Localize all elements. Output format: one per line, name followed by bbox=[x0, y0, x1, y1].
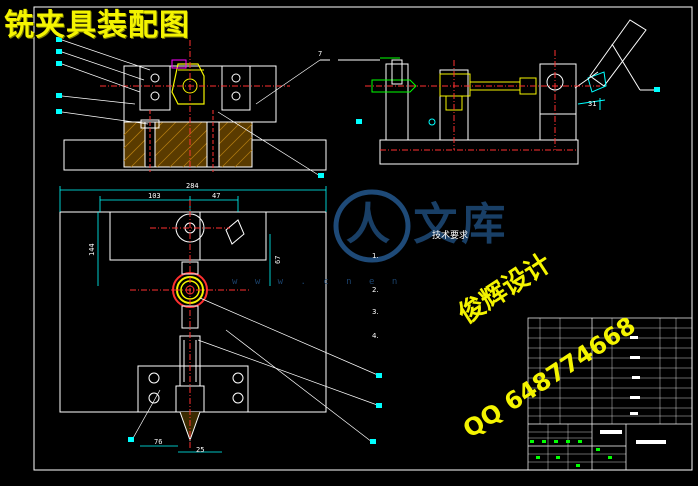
watermark-chinese: 人 文库 bbox=[346, 199, 510, 250]
technical-note-3: 3. bbox=[372, 308, 379, 316]
drawing-title: 铣夹具装配图 bbox=[4, 8, 190, 43]
balloon-7: 7 bbox=[318, 50, 322, 58]
handle-lever bbox=[589, 19, 647, 87]
parts-list-rows bbox=[528, 318, 692, 470]
dim-overall-width: 284 bbox=[186, 182, 199, 190]
locating-pin bbox=[171, 59, 187, 69]
title-block bbox=[527, 317, 693, 471]
technical-notes-heading: 技术要求 bbox=[432, 231, 469, 241]
drawing-border bbox=[33, 6, 693, 471]
technical-note-1: 1. bbox=[372, 252, 379, 260]
front-section-view: 7 bbox=[56, 37, 330, 178]
side-base bbox=[379, 139, 579, 165]
watermark-url: w w w . c n e n bbox=[232, 277, 404, 287]
angle-dim: 31 bbox=[588, 100, 596, 108]
title-block-green-cells bbox=[530, 440, 612, 467]
dim-bottom-a: 76 bbox=[154, 438, 162, 446]
technical-note-2: 2. bbox=[372, 286, 379, 294]
upper-body bbox=[123, 65, 277, 123]
workpiece-outline bbox=[171, 63, 205, 105]
dim-height-left: 144 bbox=[88, 243, 96, 256]
watermark-logo bbox=[333, 189, 411, 263]
green-clamp bbox=[371, 79, 417, 93]
dim-right-offset: 47 bbox=[212, 192, 220, 200]
parts-list-text-blocks bbox=[600, 336, 666, 444]
dim-height-right: 67 bbox=[274, 256, 282, 264]
technical-note-4: 4. bbox=[372, 332, 379, 340]
side-view: 31 bbox=[338, 19, 660, 165]
dim-left-offset: 103 bbox=[148, 192, 161, 200]
top-view: 284 103 47 144 67 76 25 bbox=[59, 182, 382, 454]
dim-bottom-b: 25 bbox=[196, 446, 204, 454]
